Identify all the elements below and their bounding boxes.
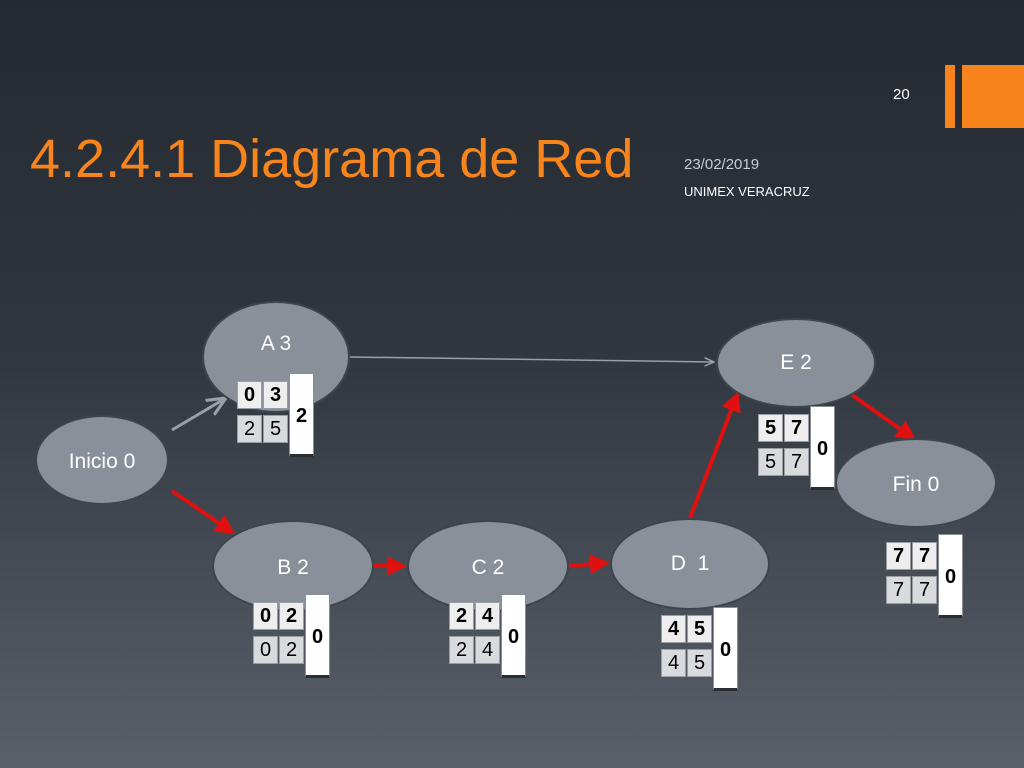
late-finish: 2: [279, 636, 304, 664]
schedule-table-a: 0 3 2 5 2: [237, 373, 315, 457]
early-finish: 2: [279, 602, 304, 630]
schedule-table-e: 5 7 5 7 0: [758, 406, 836, 490]
schedule-table-c: 2 4 2 4 0: [449, 594, 527, 678]
slack: 0: [501, 594, 526, 678]
late-finish: 7: [784, 448, 809, 476]
late-start: 0: [253, 636, 278, 664]
late-finish: 4: [475, 636, 500, 664]
node-e: [716, 318, 876, 408]
edge-c-d: [567, 554, 610, 575]
node-label-fin: Fin 0: [892, 473, 940, 496]
slack: 0: [305, 594, 330, 678]
node-fin: [835, 438, 997, 528]
page-number: 20: [893, 86, 910, 103]
early-start: 0: [237, 381, 262, 409]
early-start: 5: [758, 414, 783, 442]
slack: 2: [289, 373, 314, 457]
early-start: 2: [449, 602, 474, 630]
late-start: 2: [237, 415, 262, 443]
node-label-b: B 2: [277, 556, 309, 579]
early-start: 0: [253, 602, 278, 630]
late-start: 5: [758, 448, 783, 476]
early-start: 4: [661, 615, 686, 643]
node-label-a: A 3: [260, 332, 292, 355]
slack: 0: [938, 534, 963, 618]
late-finish: 5: [687, 649, 712, 677]
late-start: 2: [449, 636, 474, 664]
node-b: [212, 520, 374, 612]
edge-inicio-b: [170, 489, 236, 535]
slack: 0: [713, 607, 738, 691]
schedule-table-fin: 7 7 7 7 0: [886, 534, 964, 618]
slack: 0: [810, 406, 835, 490]
early-finish: 7: [784, 414, 809, 442]
node-c: [407, 520, 569, 612]
edge-inicio-a: [171, 398, 226, 432]
early-finish: 3: [263, 381, 288, 409]
late-start: 4: [661, 649, 686, 677]
node-label-c: C 2: [471, 556, 505, 579]
node-label-d: D 1: [670, 552, 710, 575]
early-start: 7: [886, 542, 911, 570]
slide-date: 23/02/2019: [684, 156, 760, 173]
accent-bar-thick: [962, 65, 1024, 128]
late-finish: 7: [912, 576, 937, 604]
node-d: [610, 518, 770, 610]
early-finish: 7: [912, 542, 937, 570]
node-label-e: E 2: [780, 351, 812, 374]
node-label-inicio: Inicio 0: [68, 450, 136, 473]
late-finish: 5: [263, 415, 288, 443]
organization-name: UNIMEX VERACRUZ: [684, 184, 810, 199]
accent-bar-thin: [945, 65, 955, 128]
schedule-table-d: 4 5 4 5 0: [661, 607, 739, 691]
early-finish: 5: [687, 615, 712, 643]
schedule-table-b: 0 2 0 2 0: [253, 594, 331, 678]
early-finish: 4: [475, 602, 500, 630]
slide-title: 4.2.4.1 Diagrama de Red: [30, 129, 634, 189]
edge-e-fin: [850, 393, 917, 441]
late-start: 7: [886, 576, 911, 604]
edge-d-e: [688, 391, 741, 519]
node-inicio: [35, 415, 169, 505]
edge-a-e: [349, 356, 714, 362]
